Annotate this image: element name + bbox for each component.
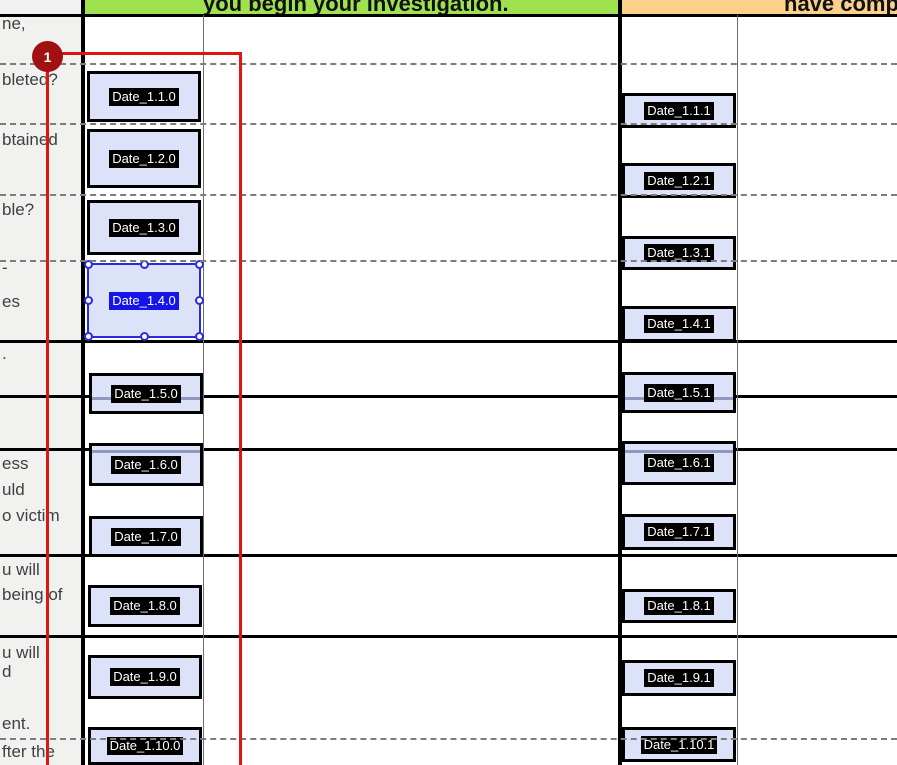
date-field-label: Date_1.8.0 (110, 597, 180, 615)
date-field-1-10-1[interactable]: Date_1.10.1 (622, 727, 736, 762)
dashed-row-separator (0, 260, 897, 262)
selection-handle[interactable] (84, 332, 93, 341)
row-border (0, 395, 897, 398)
annotation-rectangle (46, 52, 242, 765)
selection-handle[interactable] (195, 296, 204, 305)
column-border (81, 0, 85, 765)
date-field-label: Date_1.5.1 (644, 383, 714, 402)
annotation-badge-icon: 1 (32, 41, 63, 72)
row-border (0, 14, 897, 17)
green-header-bar: you begin your investigation. (85, 0, 618, 15)
date-field-1-4-1[interactable]: Date_1.4.1 (622, 306, 736, 342)
date-field-label: Date_1.2.0 (109, 149, 179, 168)
question-text-fragment: . (2, 344, 7, 363)
annotation-number: 1 (43, 48, 52, 65)
orange-header-label: have compl (784, 0, 897, 15)
column-border (737, 15, 738, 765)
date-field-1-5-0[interactable]: Date_1.5.0 (89, 373, 203, 414)
question-text-fragment: ble? (2, 200, 35, 219)
question-text-fragment: ess (2, 454, 29, 473)
gridline-through-field (625, 450, 733, 453)
gridline-through-field (92, 450, 200, 453)
column-border (618, 0, 622, 765)
date-field-1-2-0[interactable]: Date_1.2.0 (87, 129, 201, 188)
date-field-1-7-1[interactable]: Date_1.7.1 (622, 514, 736, 550)
date-field-1-8-0[interactable]: Date_1.8.0 (88, 585, 202, 627)
dashed-row-separator (0, 123, 897, 125)
question-text-fragment: u will (2, 643, 40, 662)
orange-header-bar: have compl (622, 0, 897, 15)
date-field-1-9-1[interactable]: Date_1.9.1 (622, 660, 736, 696)
date-field-1-7-0[interactable]: Date_1.7.0 (89, 516, 203, 557)
date-field-1-5-1[interactable]: Date_1.5.1 (622, 372, 736, 413)
date-field-1-10-0[interactable]: Date_1.10.0 (88, 727, 202, 765)
date-field-1-3-1[interactable]: Date_1.3.1 (622, 236, 736, 270)
date-field-1-8-1[interactable]: Date_1.8.1 (622, 589, 736, 623)
date-field-label: Date_1.8.1 (644, 597, 714, 615)
date-field-1-4-0-selected[interactable]: Date_1.4.0 (84, 260, 204, 341)
dashed-row-separator (0, 738, 897, 740)
question-text-fragment: u will (2, 560, 40, 579)
question-text-fragment: es (2, 292, 20, 311)
question-text-fragment: ne, (2, 14, 26, 33)
question-text-fragment: fter the (2, 742, 55, 761)
date-field-label: Date_1.4.1 (644, 315, 714, 333)
date-field-label: Date_1.6.1 (644, 454, 714, 472)
selection-handle[interactable] (84, 296, 93, 305)
question-text-fragment: ent. (2, 714, 31, 733)
row-border (0, 448, 897, 451)
column-border (203, 15, 204, 765)
date-field-1-1-1[interactable]: Date_1.1.1 (622, 93, 736, 128)
date-field-label: Date_1.6.0 (111, 455, 181, 474)
selection-handle[interactable] (195, 332, 204, 341)
date-field-label: Date_1.7.0 (111, 527, 181, 546)
date-field-label: Date_1.2.1 (644, 171, 714, 190)
dashed-row-separator (0, 194, 897, 196)
date-field-label: Date_1.3.0 (109, 218, 179, 237)
question-text-fragment: bleted? (2, 70, 58, 89)
date-field-1-6-1[interactable]: Date_1.6.1 (622, 441, 736, 485)
question-text-fragment: btained (2, 130, 58, 149)
question-text-fragment: - (2, 258, 8, 277)
date-field-label: Date_1.3.1 (644, 244, 714, 262)
question-text-fragment: d (2, 662, 12, 681)
date-field-label: Date_1.1.1 (644, 101, 714, 120)
row-border (0, 340, 897, 343)
date-field-label: Date_1.9.0 (110, 668, 180, 686)
date-field-1-3-0[interactable]: Date_1.3.0 (87, 200, 201, 255)
date-field-label: Date_1.9.1 (644, 669, 714, 687)
date-field-label: Date_1.10.1 (640, 735, 718, 754)
date-field-label: Date_1.5.0 (111, 384, 181, 403)
date-field-1-1-0[interactable]: Date_1.1.0 (87, 71, 201, 122)
date-field-label: Date_1.10.0 (106, 737, 184, 755)
date-field-1-6-0[interactable]: Date_1.6.0 (89, 443, 203, 486)
green-header-label: you begin your investigation. (203, 0, 509, 15)
date-field-1-2-1[interactable]: Date_1.2.1 (622, 163, 736, 198)
selection-handle[interactable] (139, 332, 149, 341)
date-field-label: Date_1.4.0 (109, 291, 179, 310)
date-field-1-9-0[interactable]: Date_1.9.0 (88, 655, 202, 699)
question-text-fragment: o victim (2, 506, 60, 525)
date-field-label: Date_1.1.0 (109, 87, 179, 106)
date-field-label: Date_1.7.1 (644, 523, 714, 541)
row-border (0, 554, 897, 557)
row-border (0, 635, 897, 638)
dashed-row-separator (0, 63, 897, 65)
question-text-fragment: uld (2, 480, 25, 499)
